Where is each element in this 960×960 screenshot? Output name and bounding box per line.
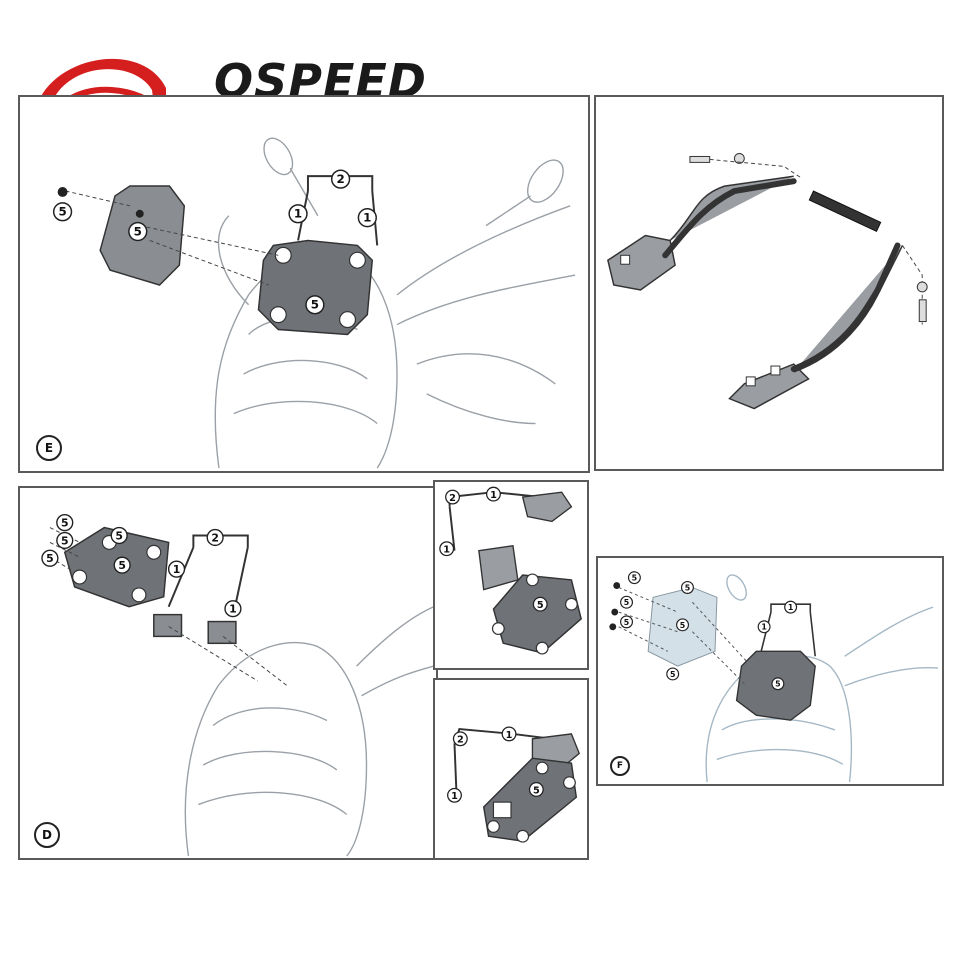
- callout-5: 5: [305, 295, 325, 315]
- panel-letter-f: F: [610, 756, 630, 776]
- panel-f: 5 5 5 5 5 5 1 1 5 F: [596, 556, 944, 786]
- panel-d-detail-bottom: 2 1 1 5: [433, 678, 589, 860]
- panel-d-drawing: 5 5 5 5 5 2 1 1: [41, 514, 435, 857]
- svg-text:2: 2: [336, 172, 344, 186]
- svg-text:5: 5: [680, 621, 685, 630]
- panel-letter-e: E: [36, 435, 62, 461]
- svg-text:1: 1: [363, 211, 371, 225]
- callout-2: 2: [206, 528, 224, 547]
- callout-5: 5: [110, 526, 128, 545]
- svg-text:5: 5: [115, 529, 123, 542]
- callout-5: 5: [620, 595, 634, 609]
- svg-text:5: 5: [670, 670, 675, 679]
- svg-text:5: 5: [58, 205, 66, 219]
- callout-1: 1: [486, 486, 501, 502]
- callout-1: 1: [447, 787, 462, 803]
- svg-text:5: 5: [624, 598, 629, 607]
- svg-text:1: 1: [229, 603, 237, 616]
- callout-1: 1: [224, 600, 242, 618]
- svg-text:5: 5: [61, 517, 69, 530]
- svg-text:5: 5: [775, 680, 780, 689]
- svg-text:5: 5: [61, 534, 69, 547]
- svg-text:1: 1: [443, 545, 450, 556]
- svg-text:2: 2: [449, 493, 456, 504]
- callout-5: 5: [56, 531, 74, 550]
- detail-bottom-drawing: 2 1 1 5: [447, 726, 581, 843]
- panel-f-drawing: 5 5 5 5 5 5 1 1 5: [609, 571, 939, 783]
- callout-5: 5: [771, 677, 785, 691]
- svg-text:5: 5: [632, 574, 637, 583]
- svg-text:1: 1: [173, 563, 181, 576]
- callout-1: 1: [784, 600, 798, 614]
- svg-text:1: 1: [788, 603, 793, 612]
- callout-1: 1: [167, 560, 186, 578]
- svg-text:5: 5: [624, 618, 629, 627]
- callout-2: 2: [330, 169, 351, 189]
- callout-5: 5: [528, 782, 544, 797]
- callout-1: 1: [501, 726, 517, 742]
- callout-5: 5: [41, 549, 59, 567]
- panel-e-drawing: 5 5 2 1 1 5: [52, 137, 576, 469]
- callout-5: 5: [680, 580, 694, 594]
- detail-top-drawing: 2 1 1 5: [439, 486, 582, 655]
- callout-5: 5: [52, 202, 73, 222]
- svg-text:1: 1: [761, 623, 766, 632]
- svg-text:5: 5: [118, 559, 126, 572]
- callout-5: 5: [666, 667, 680, 681]
- svg-text:5: 5: [46, 552, 54, 565]
- callout-1: 1: [357, 208, 377, 228]
- callout-5: 5: [113, 556, 131, 574]
- svg-text:1: 1: [490, 490, 497, 501]
- panel-d: 5 5 5 5 5 2 1 1 D: [18, 486, 438, 860]
- panel-d-detail-top: 2 1 1 5: [433, 480, 589, 670]
- svg-text:5: 5: [537, 600, 544, 611]
- callout-5: 5: [128, 221, 148, 242]
- svg-text:5: 5: [533, 785, 540, 796]
- panel-rack: [594, 95, 944, 471]
- callout-1: 1: [757, 620, 771, 634]
- callout-5: 5: [532, 596, 548, 612]
- callout-2: 2: [445, 489, 460, 505]
- svg-text:5: 5: [134, 225, 142, 239]
- rack-drawing: [607, 153, 928, 410]
- svg-text:2: 2: [457, 735, 464, 746]
- callout-1: 1: [288, 204, 308, 224]
- svg-text:5: 5: [311, 298, 319, 312]
- panel-letter-d: D: [34, 822, 60, 848]
- callout-5: 5: [627, 571, 641, 585]
- callout-5: 5: [676, 618, 690, 632]
- svg-text:5: 5: [685, 583, 690, 592]
- svg-text:1: 1: [451, 791, 458, 802]
- svg-text:1: 1: [294, 207, 302, 221]
- callout-1: 1: [439, 541, 455, 557]
- panel-e: 5 5 2 1 1 5 E: [18, 95, 590, 473]
- callout-5: 5: [56, 514, 74, 532]
- svg-text:2: 2: [211, 531, 219, 544]
- callout-2: 2: [452, 731, 468, 747]
- svg-text:1: 1: [506, 730, 513, 741]
- callout-5: 5: [620, 615, 634, 629]
